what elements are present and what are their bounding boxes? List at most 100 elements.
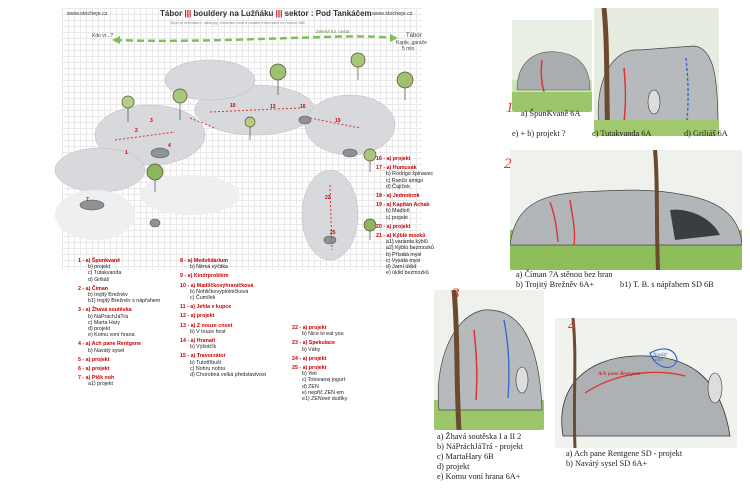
photo-4-number: 4	[568, 318, 576, 334]
route-item: a1) varianta kýblů	[386, 239, 428, 246]
photo-1-number: 1	[506, 100, 514, 116]
map-label-10: 10	[230, 103, 236, 109]
rock-area	[54, 147, 146, 193]
photo-3	[434, 290, 544, 430]
route-group-heading: 19 - a) Kapitán Achab	[376, 202, 430, 209]
photo-3-line-3: c) MartaHary 6B	[437, 452, 494, 461]
photo-3-line-4: d) projekt	[437, 462, 470, 471]
photo-3-line-1: a) Žhavá soutěska I a II 2	[437, 432, 522, 441]
route-group-heading: 11 - a) Jehla v kupce	[180, 304, 232, 311]
photo-2-line-1: a) Číman 7A stěnou bez hran	[516, 270, 613, 279]
topo-map: www.stocheje.cz www.stocheje.cz Tábor ||…	[54, 8, 434, 403]
direction-left: Kdo ví...?	[92, 33, 114, 39]
route-item: b) Rodrigo špinavec	[386, 171, 434, 178]
route-group-heading: 6 - a) projekt	[78, 366, 110, 373]
route-group-heading: 9 - a) Kindrproblém	[180, 273, 229, 280]
topo-drawing	[54, 34, 414, 261]
map-label-2: 2	[135, 128, 138, 134]
map-label-13: 13	[270, 104, 276, 110]
route-item: d) Griliáš	[88, 276, 110, 283]
route-group-heading: 20 - a) projekt	[376, 223, 411, 230]
route-group-heading: 13 - a) Z nouze cnost	[180, 322, 233, 329]
route-item: d) Čajíček	[386, 183, 410, 190]
route-item: e) Komu voní hrana	[88, 332, 135, 339]
title-middle: bouldery na Lužňáku	[193, 9, 274, 18]
green-trail	[114, 35, 396, 43]
route-item: b) trojitý Brežněv	[88, 292, 128, 299]
route-item: d) Jarní úklid	[386, 264, 417, 271]
route-group-heading: 25 - a) projekt	[292, 365, 327, 372]
route-item: b) Němá výčitka	[190, 264, 228, 271]
rock-area	[304, 94, 396, 156]
boulder	[323, 235, 337, 245]
route-item: b) projekt	[88, 264, 111, 271]
route-item: b) Přísátá mysl	[386, 251, 422, 258]
route-item: b) Nohličkovyplotničková	[190, 288, 249, 295]
route-group-heading: 10 - a) Madličkovýhraničková	[180, 282, 254, 289]
route-item: b) Madloň	[386, 208, 410, 215]
photo-1-caption-d: d) Griliáš 6A	[684, 129, 728, 138]
route-item: e1) ZENové dudíky	[302, 396, 348, 403]
route-item: c) Marta Hary	[88, 319, 121, 326]
photo-3-line-5: e) Komu voní hrana 6A+	[437, 472, 521, 481]
route-item: b) Navátý sysel	[88, 347, 125, 354]
photo-4-line-2: b) Navátý sysel SD 6A+	[566, 459, 648, 468]
map-label-1: 1	[125, 150, 128, 156]
direction-right-1: Tábor	[406, 33, 422, 39]
route-group-heading: 21 - a) Kýblé mozků	[376, 233, 426, 240]
route-group-heading: 17 - a) Humusák	[376, 165, 417, 172]
route-item: c) Tutakvanda	[88, 270, 122, 277]
route-item: c) Vysátá mysl	[386, 257, 421, 264]
route-item: c) projekt	[386, 214, 408, 221]
route-group-heading: 4 - a) Ach pane Rentgene	[78, 341, 142, 348]
route-item: b) Tutotříbuší	[190, 359, 222, 366]
boulder	[298, 115, 312, 125]
map-label-16: 16	[300, 104, 306, 110]
route-group-heading: 12 - a) projekt	[180, 313, 215, 320]
photo-3-line-2: b) NáPráchJáTrá - projekt	[437, 442, 524, 451]
route-item: b) Nice to eat you	[302, 331, 344, 338]
route-group-heading: 5 - a) projekt	[78, 356, 110, 363]
route-item: d) projekt	[88, 326, 111, 333]
map-title: Tábor ||| bouldery na Lužňáku ||| sektor…	[160, 9, 372, 18]
route-group-heading: 1 - a) Špunkvaně	[78, 258, 121, 264]
site-url-right: www.stocheje.cz	[372, 11, 413, 17]
photo-4-line-1: a) Ach pane Rentgene SD - projekt	[566, 449, 683, 458]
route-item: e) úklid bezmozků	[386, 270, 429, 277]
direction-right-3: 5 min.	[402, 46, 416, 52]
route-item: c) Rančo amigo	[386, 177, 424, 184]
route-group-heading: 3 - a) Žhavá soutěska	[78, 307, 132, 314]
route-group-heading: 15 - a) Travorzátor	[180, 353, 226, 360]
route-item: b1) trojitý Brežněv s nápřahem	[88, 298, 161, 305]
route-item: b) NáPráchJáTrá	[88, 313, 129, 320]
title-place: Tábor	[160, 9, 183, 18]
photo-2-number: 2	[504, 156, 512, 172]
route-item: a1) projekt	[88, 381, 114, 388]
boulder	[149, 218, 161, 228]
route-group-heading: 22 - a) projekt	[292, 325, 327, 331]
sketch-label-blue: Navátý sysel	[653, 353, 668, 363]
rock-area	[94, 104, 206, 166]
map-label-7: 7	[86, 197, 89, 203]
map-label-22: 22	[325, 195, 331, 201]
route-item: b) Váhy	[302, 346, 321, 353]
map-label-4: 4	[168, 143, 171, 149]
route-group-heading: 24 - a) projekt	[292, 355, 327, 362]
route-group-heading: 8 - a) Medvědárium	[180, 258, 228, 264]
arrow-left-icon	[112, 36, 120, 44]
map-label-3: 3	[150, 118, 153, 124]
route-item: c) Nohru nohru	[190, 365, 226, 372]
direction-right-2: Kaple, garáže	[396, 40, 427, 46]
photo-1-caption-a: a) ŠpunKvaně 6A	[521, 109, 581, 118]
route-group-heading: 18 - a) Jednokrok	[376, 193, 420, 200]
rock-area	[164, 59, 256, 101]
route-item: b) Yeti	[302, 371, 317, 378]
map-subtitle: Topo je orientační, nástupy, číslování c…	[170, 20, 305, 25]
photo-2	[510, 150, 742, 270]
boulder	[150, 147, 170, 159]
route-item: c) Totovanej jogurt	[302, 377, 346, 384]
boulder	[342, 148, 358, 158]
photo-1-caption-e: e) + b) projekt ?	[512, 129, 566, 138]
